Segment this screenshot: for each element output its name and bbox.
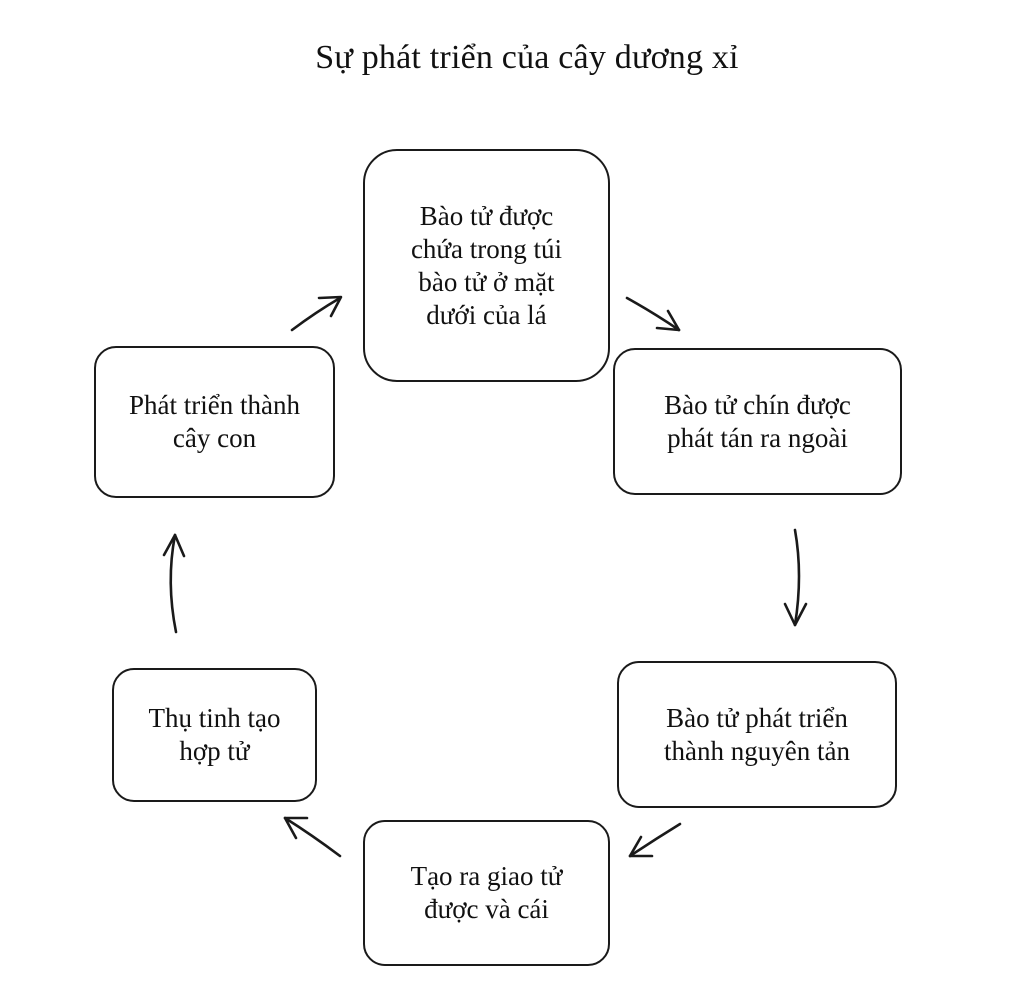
diagram-title: Sự phát triển của cây dương xỉ bbox=[315, 39, 739, 76]
step-spores-dispersed: Bào tử chín được phát tán ra ngoài bbox=[613, 348, 902, 495]
step-label: Bào tử được chứa trong túi bào tử ở mặt … bbox=[410, 200, 563, 330]
arrow-sporangia-to-dispersal bbox=[625, 296, 681, 332]
arrow-dispersal-to-prothallus bbox=[783, 528, 808, 627]
step-fertilization: Thụ tinh tạo hợp tử bbox=[112, 668, 317, 802]
step-spores-in-sporangia: Bào tử được chứa trong túi bào tử ở mặt … bbox=[363, 149, 610, 382]
step-label: Bào tử phát triển thành nguyên tản bbox=[664, 702, 850, 766]
step-label: Thụ tinh tạo hợp tử bbox=[148, 703, 281, 766]
arrow-prothallus-to-gametes bbox=[628, 822, 682, 858]
step-prothallus: Bào tử phát triển thành nguyên tản bbox=[617, 661, 897, 808]
step-label: Bào tử chín được phát tán ra ngoài bbox=[664, 389, 851, 453]
step-label: Phát triển thành cây con bbox=[129, 390, 300, 453]
step-young-plant: Phát triển thành cây con bbox=[94, 346, 335, 498]
step-label: Tạo ra giao tử được và cái bbox=[410, 861, 563, 924]
step-gametes: Tạo ra giao tử được và cái bbox=[363, 820, 610, 966]
arrow-fertilization-to-young-plant bbox=[162, 533, 186, 634]
arrow-young-plant-to-sporangia bbox=[290, 295, 343, 332]
arrow-gametes-to-fertilization bbox=[283, 816, 342, 858]
